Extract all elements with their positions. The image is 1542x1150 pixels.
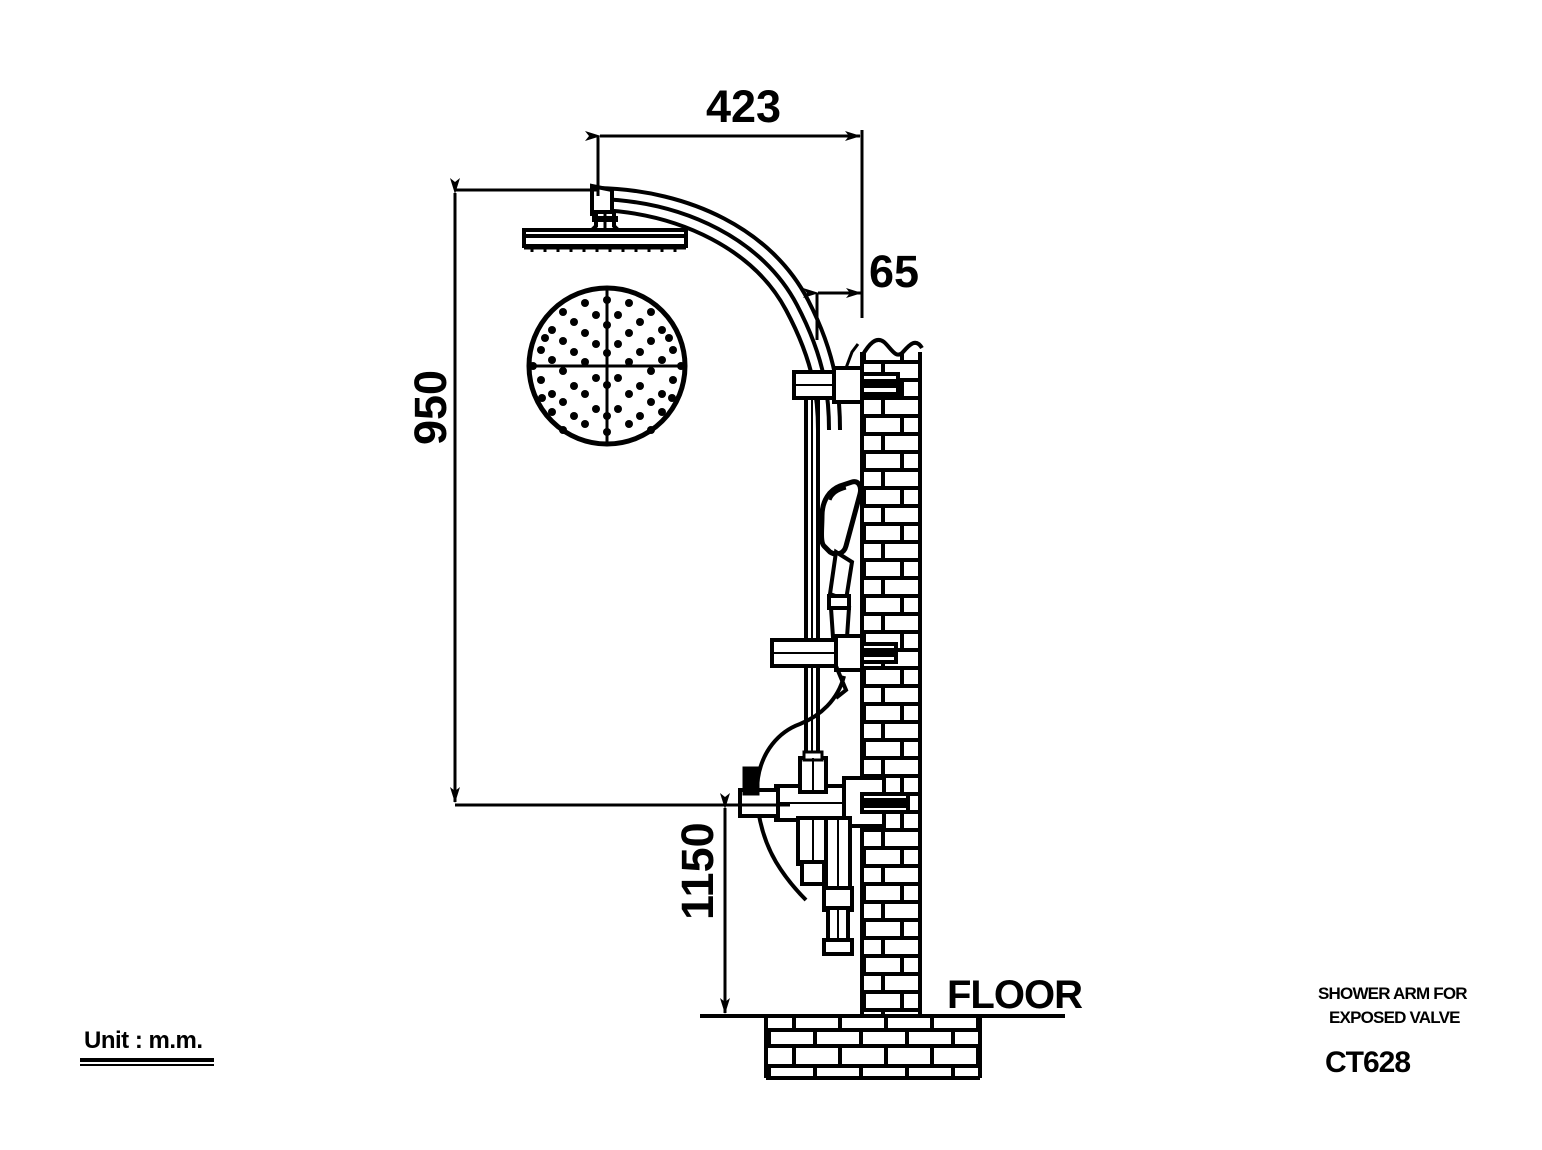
unit-note-underline-second: [80, 1064, 214, 1066]
title-block-model-code: CT628: [1325, 1046, 1411, 1079]
shower-head-face-view: [526, 285, 688, 447]
dimension-65: [803, 264, 864, 340]
wall-bracket-upper: [792, 343, 900, 404]
brick-wall: [860, 337, 924, 1016]
hand-shower: [819, 479, 863, 654]
dimension-label-1150: 1150: [672, 822, 723, 920]
unit-note: Unit : m.m.: [84, 1027, 203, 1054]
slide-bar-holder: [770, 634, 898, 700]
dimension-label-950: 950: [405, 369, 456, 445]
floor-slab: [764, 1014, 982, 1080]
exposed-valve: [738, 750, 910, 956]
riser-pipe: [804, 370, 820, 790]
dimension-label-65: 65: [869, 246, 920, 297]
unit-note-underline: [80, 1058, 214, 1062]
dimension-label-423: 423: [706, 81, 782, 132]
floor-label: FLOOR: [947, 973, 1083, 1017]
dimension-950: [450, 178, 790, 807]
title-block-description-line1: SHOWER ARM FOR: [1318, 984, 1468, 1003]
title-block-description-line2: EXPOSED VALVE: [1329, 1008, 1460, 1027]
rain-shower-head: [522, 210, 688, 252]
